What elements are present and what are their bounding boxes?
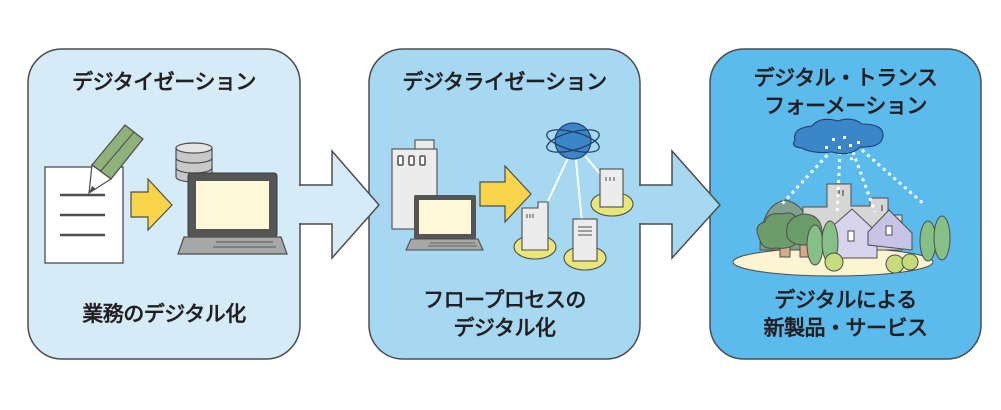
stage-2-caption-line-2: デジタル化 <box>453 316 556 340</box>
stage-1-caption-line: 業務のデジタル化 <box>82 302 246 326</box>
stage-2-title-line: デジタライゼーション <box>402 70 607 94</box>
stage-1-title: デジタイゼーション <box>28 70 300 95</box>
arrow-right-icon <box>479 164 532 224</box>
stage-2-title: デジタライゼーション <box>369 70 640 95</box>
globe-network-icon <box>546 122 600 160</box>
stage-2-caption-line-1: フロープロセスの <box>423 288 586 312</box>
stage-3-title-line-2: フォーメーション <box>764 94 927 118</box>
branch-building-icon <box>513 201 557 260</box>
stage-1-caption: 業務のデジタル化 <box>28 302 300 327</box>
house-icon <box>867 209 913 251</box>
arrow-right-icon <box>130 177 173 232</box>
network-lines <box>546 155 603 223</box>
stage-3-title: デジタル・トランス フォーメーション <box>710 64 981 120</box>
stage-3-title-line-1: デジタル・トランス <box>753 66 938 90</box>
flow-arrow-1 <box>298 148 380 260</box>
cloud-icon <box>793 118 884 155</box>
branch-building-icon <box>590 168 634 217</box>
flow-arrow-2 <box>638 149 722 260</box>
stage-3-caption-line-1: デジタルによる <box>774 288 917 312</box>
laptop-icon <box>405 195 484 251</box>
pencil-icon <box>88 124 144 195</box>
stage-3-caption-line-2: 新製品・サービス <box>763 316 929 340</box>
server-icon <box>563 218 607 271</box>
stage-1-title-line: デジタイゼーション <box>72 70 256 94</box>
stage-2-caption: フロープロセスの デジタル化 <box>369 286 640 342</box>
document-icon <box>44 166 124 264</box>
stage-3-caption: デジタルによる 新製品・サービス <box>710 286 981 342</box>
bush-icon <box>824 252 919 274</box>
laptop-icon <box>177 172 288 255</box>
